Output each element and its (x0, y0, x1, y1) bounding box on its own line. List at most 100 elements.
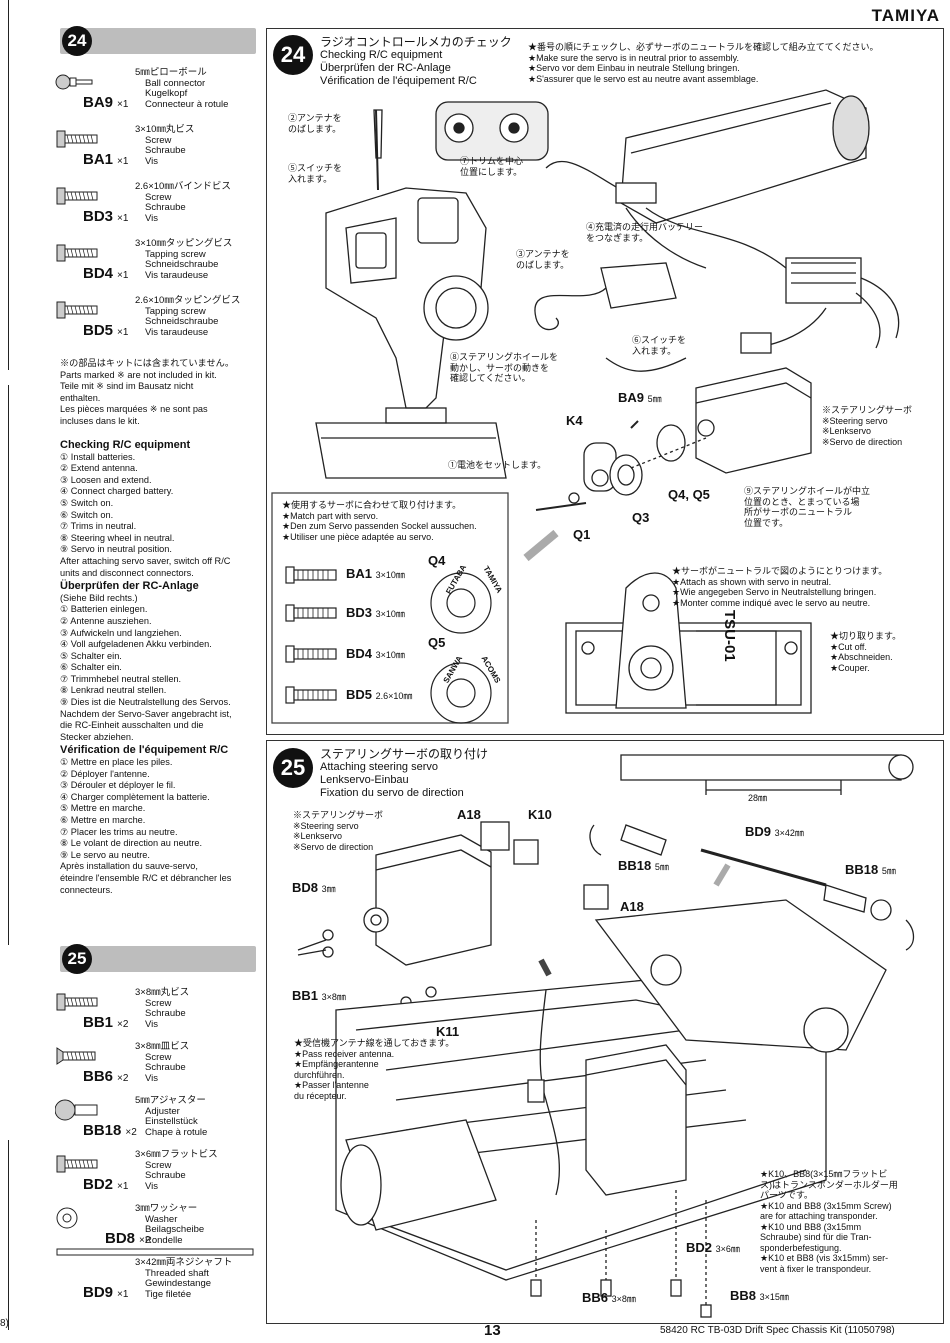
part-name-line: Screw (145, 997, 172, 1009)
part-name-line: Screw (145, 1159, 172, 1171)
length-28: 28㎜ (748, 793, 768, 803)
step-number: 24 (62, 26, 92, 56)
instruction-line: Stecker abziehen. (60, 731, 134, 742)
instruction-line: ⑦ Trims in neutral. (60, 521, 137, 532)
footer-caption: 58420 RC TB-03D Drift Spec Chassis Kit (… (660, 1325, 895, 1336)
part-code: BD3×1 (83, 208, 128, 225)
instruction-line: ⑨ Le servo au neutre. (60, 849, 150, 860)
bb18b-label: BB18 5㎜ (845, 862, 896, 877)
step25-title: ステアリングサーボの取り付け Attaching steering servo … (320, 747, 489, 800)
bb18a-label: BB18 5㎜ (618, 858, 669, 873)
part-name-line: 2.6×10㎜タッピングビス (135, 295, 241, 306)
part-code-text: BD4 (83, 265, 114, 282)
screw-ba1: BA1 3×10㎜ (346, 566, 405, 581)
part-name-line: Ball connector (145, 77, 206, 89)
part-name-line: Schraube (145, 1170, 186, 1181)
bb6-part-icon (56, 1047, 96, 1065)
part-name-line: Chape à rotule (145, 1126, 208, 1138)
step-number-24: 24 (273, 35, 313, 75)
q5-label: Q5 (428, 635, 446, 650)
instruction-line: units and disconnect connectors. (60, 567, 194, 578)
bd9-label: BD9 3×42㎜ (745, 824, 804, 839)
part-name-line: Schraube (145, 202, 186, 213)
instruction-line: ④ Voll aufgeladenen Akku verbinden. (60, 639, 212, 650)
instruction-line: (Siehe Bild rechts.) (60, 592, 138, 603)
instruction-line: ⑤ Switch on. (60, 497, 114, 508)
part-qty: ×1 (117, 1289, 129, 1300)
bb8-label: BB8 3×15㎜ (730, 1288, 789, 1303)
instruction-line: ③ Loosen and extend. (60, 474, 152, 485)
callout-7: ⑦トリムを中心位置にします。 (460, 156, 524, 177)
part-code-text: BA9 (83, 94, 114, 111)
part-name-line: Tapping screw (145, 248, 206, 260)
instruction-line: After attaching servo saver, switch off … (60, 555, 231, 566)
part-code: BB18×2 (83, 1122, 137, 1139)
step24-notes: ★番号の順にチェックし、必ずサーボのニュートラルを確認して組み立ててください。★… (528, 42, 879, 84)
part-name-line: Vis (145, 1018, 159, 1030)
left-step25-header: 25 (60, 944, 256, 974)
screw-bd3: BD3 3×10㎜ (346, 605, 405, 620)
part-code-text: BA1 (83, 151, 114, 168)
instruction-line: ④ Charger complètement la batterie. (60, 791, 210, 802)
part-qty: ×1 (117, 327, 129, 338)
part-name-line: Vis (145, 1072, 159, 1084)
instruction-line: ⑨ Dies ist die Neutralstellung des Servo… (60, 697, 231, 708)
part-code-text: BB18 (83, 1122, 122, 1139)
bb6-label: BB6 3×8㎜ (582, 1290, 636, 1305)
k4-label: K4 (566, 413, 583, 428)
attach-note: ★サーボがニュートラルで図のようにとりつけます。★Attach as shown… (672, 566, 888, 608)
part-name-line: 3×42㎜両ネジシャフト (135, 1257, 233, 1268)
instruction-line: ⑥ Mettre en marche. (60, 815, 146, 825)
part-name-line: Vis (145, 212, 159, 224)
part-name-line: Rondelle (145, 1234, 183, 1246)
servo-note-25: ※ステアリングサーボ※Steering servo※Lenkservo※Serv… (293, 810, 384, 852)
part-name-line: Vis (145, 155, 159, 167)
part-name-line: 3×10㎜タッピングビス (135, 238, 233, 249)
part-name-line: 2.6×10㎜バインドビス (135, 181, 231, 192)
part-qty: ×2 (139, 1235, 151, 1246)
en-title: Checking R/C equipment (60, 439, 191, 451)
instruction-line: ② Déployer l'antenne. (60, 768, 150, 779)
part-name-line: Washer (145, 1213, 178, 1225)
bb18-part-icon (55, 1099, 98, 1121)
margin-line (8, 0, 9, 370)
part-name-line: Vis taraudeuse (145, 326, 209, 338)
part-name-line: Vis taraudeuse (145, 269, 209, 281)
part-name-line: 3×10㎜丸ビス (135, 124, 195, 135)
part-qty: ×1 (117, 1181, 129, 1192)
part-name-line: Schneidschraube (145, 316, 219, 327)
fr-title: Vérification de l'équipement R/C (60, 744, 229, 757)
k10-note: ★K10、BB8(3×15㎜フラットビス)はトランスポンダーホルダー用パーツです… (760, 1169, 898, 1274)
instruction-line: ② Extend antenna. (60, 463, 138, 474)
bd8-label: BD8 3㎜ (292, 880, 336, 895)
part-code: BD8×2 (105, 1230, 150, 1247)
bb1-label: BB1 3×8㎜ (292, 988, 346, 1003)
part-name-line: Screw (145, 1051, 172, 1063)
part-name-line: Connecteur à rotule (145, 98, 229, 110)
part-code: BA1×1 (83, 151, 128, 168)
part-code: BB6×2 (83, 1068, 128, 1085)
instruction-line: die RC-Einheit ausschalten und die (60, 720, 204, 731)
part-name-line: Schraube (145, 1062, 186, 1073)
servo-note: ※ステアリングサーボ※Steering servo※Lenkservo※Serv… (822, 405, 913, 447)
callout-9: ⑨ステアリングホイールが中立位置のとき、とまっている場所がサーボのニュートラル位… (744, 486, 871, 528)
instruction-line: ④ Connect charged battery. (60, 486, 174, 497)
margin-line (8, 1140, 9, 1330)
screw-bd4: BD4 3×10㎜ (346, 646, 405, 661)
part-code-text: BD9 (83, 1284, 114, 1301)
part-code: BD4×1 (83, 265, 128, 282)
callout-1: ①電池をセットします。 (448, 460, 547, 470)
step-number-25: 25 (273, 748, 313, 788)
